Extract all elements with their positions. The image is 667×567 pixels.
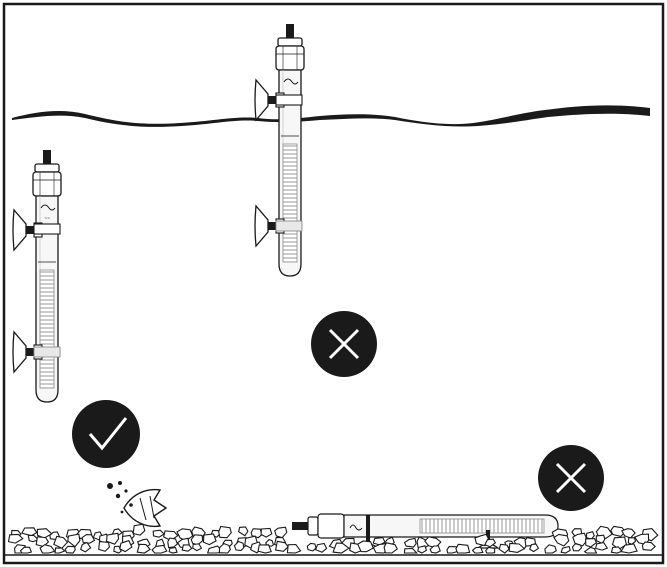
gravel-stone	[250, 528, 263, 539]
heater-incorrect-above-water	[254, 23, 305, 277]
gravel-stone	[167, 537, 179, 549]
fish-icon	[107, 481, 168, 528]
gravel-stone	[257, 544, 272, 554]
gravel-stone	[571, 543, 583, 552]
gravel-stone	[27, 534, 40, 543]
gravel-stone	[19, 546, 33, 554]
gravel-stone	[544, 544, 557, 554]
gravel-stone	[39, 544, 56, 554]
heater-correct-placement: ~~	[12, 149, 62, 403]
gravel-stone	[151, 544, 168, 554]
gravel-stone	[356, 540, 374, 553]
gravel-stone	[403, 537, 417, 548]
gravel-stone	[610, 546, 623, 554]
gravel-stone	[274, 540, 289, 552]
gravel-stone	[260, 527, 273, 538]
gravel-stone	[218, 525, 232, 539]
check-mark-icon	[72, 400, 140, 468]
water-surface-icon	[12, 105, 650, 127]
gravel-stone	[485, 546, 496, 554]
svg-text:~~: ~~	[44, 216, 50, 222]
gravel-stone	[218, 542, 232, 554]
gravel-stone	[484, 538, 497, 548]
gravel-stone	[98, 540, 110, 552]
gravel-icon	[7, 523, 659, 554]
gravel-stone	[553, 533, 570, 547]
gravel-stone	[471, 546, 484, 554]
gravel-stone	[80, 541, 92, 553]
gravel-stone	[152, 529, 165, 538]
gravel-stone	[233, 540, 245, 551]
gravel-stone	[306, 542, 317, 552]
gravel-stone	[508, 542, 526, 553]
gravel-stone	[181, 544, 193, 552]
gravel-stone	[113, 545, 122, 554]
gravel-stone	[202, 533, 217, 546]
gravel-stone	[53, 535, 69, 549]
gravel-stone	[610, 525, 627, 538]
gravel-stone	[417, 545, 428, 554]
gravel-stone	[403, 547, 419, 554]
gravel-stone	[560, 545, 571, 554]
gravel-stone	[81, 534, 96, 544]
gravel-stone	[583, 546, 598, 554]
cross-mark-icon	[311, 311, 377, 377]
gravel-stone	[238, 526, 249, 537]
gravel-stone	[594, 541, 609, 551]
gravel-stone	[132, 523, 146, 536]
gravel-stone	[529, 543, 540, 553]
gravel-stone	[332, 542, 350, 554]
gravel-stone	[54, 547, 66, 554]
gravel-stone	[641, 541, 657, 551]
gravel-stone	[572, 532, 588, 547]
gravel-stone	[620, 543, 638, 554]
gravel-stone	[383, 542, 398, 554]
gravel-stone	[119, 539, 133, 553]
gravel-stone	[286, 543, 302, 554]
gravel-stone	[136, 543, 151, 554]
gravel-stone	[64, 545, 76, 554]
gravel-stone	[7, 533, 24, 544]
cross-mark-icon	[538, 445, 604, 511]
gravel-stone	[498, 543, 510, 554]
gravel-stone	[168, 546, 178, 554]
gravel-stone	[585, 538, 598, 548]
gravel-stone	[429, 545, 441, 554]
gravel-stone	[67, 533, 81, 548]
gravel-stone	[455, 543, 471, 554]
heater-incorrect-in-gravel	[292, 513, 559, 549]
gravel-stone	[192, 543, 203, 552]
gravel-stone	[106, 532, 120, 545]
gravel-stone	[315, 542, 328, 553]
